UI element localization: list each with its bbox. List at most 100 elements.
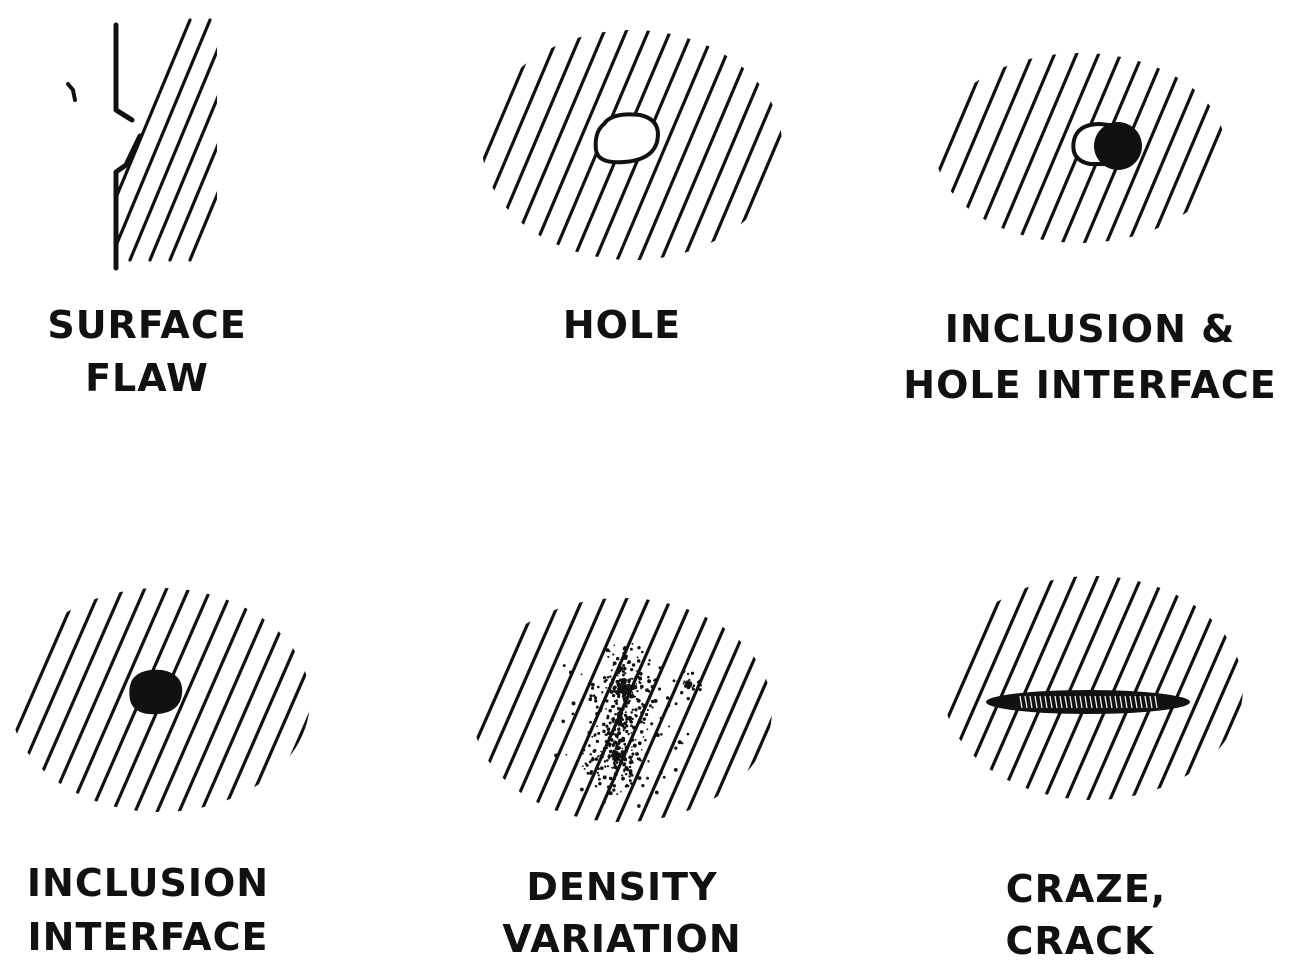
density-dot [612, 717, 615, 720]
density-dot [592, 694, 596, 697]
density-dot [600, 750, 602, 753]
density-dot [640, 687, 643, 690]
density-dot [613, 644, 616, 647]
density-dot [615, 762, 618, 765]
density-dot [611, 678, 615, 681]
density-dot [605, 724, 609, 728]
density-dot [690, 671, 695, 675]
density-dot [615, 744, 619, 749]
density-dot [598, 777, 601, 781]
label-craze-crack-line1: CRAZE, [1006, 867, 1167, 911]
density-dot [646, 708, 649, 712]
density-dot [612, 704, 616, 708]
crack-tick [1079, 695, 1083, 709]
label-inclusion-hole-line1: INCLUSION & [945, 307, 1236, 351]
density-dot [625, 688, 628, 691]
density-dot [639, 671, 643, 676]
density-dot [608, 688, 611, 691]
density-dot [639, 720, 643, 724]
label-density-variation-line1: DENSITY [526, 865, 717, 909]
density-dot [662, 775, 666, 779]
density-dot [608, 744, 611, 748]
density-dot [691, 687, 695, 691]
density-dot [616, 714, 620, 717]
density-dot [623, 721, 627, 726]
density-dot [658, 666, 662, 670]
density-dot [600, 756, 603, 759]
density-dot [673, 768, 678, 772]
density-dot [594, 696, 597, 698]
density-dot [596, 725, 599, 728]
density-dot [692, 684, 696, 687]
density-dot [610, 737, 614, 742]
density-stipple [551, 642, 702, 808]
density-dot [602, 747, 606, 750]
density-dot [595, 705, 599, 709]
density-dot [555, 705, 558, 708]
density-dot [699, 683, 702, 687]
density-dot [650, 722, 654, 726]
density-dot [647, 679, 652, 684]
label-craze-crack-line2: CRACK [1006, 919, 1155, 963]
inclusion-particle [129, 669, 183, 715]
density-dot [625, 724, 629, 728]
density-dot [613, 689, 616, 692]
density-dot [594, 757, 599, 761]
density-dot [614, 778, 616, 781]
density-dot [627, 681, 630, 684]
density-dot [619, 708, 622, 711]
density-dot [597, 755, 600, 758]
density-dot [616, 668, 619, 671]
density-dot [601, 752, 604, 755]
density-dot [603, 760, 607, 763]
density-dot [620, 722, 624, 726]
hatch-craze-crack [943, 576, 1243, 800]
density-dot [629, 689, 633, 693]
density-dot [591, 735, 594, 738]
crack-tick [1054, 695, 1058, 709]
density-dot [637, 675, 640, 679]
density-dot [647, 675, 650, 679]
density-dot [647, 662, 651, 666]
density-dot [630, 738, 635, 742]
density-dot [621, 718, 625, 721]
density-dot [621, 756, 625, 759]
density-dot [635, 670, 638, 672]
density-dot [619, 683, 623, 686]
density-dot [646, 728, 649, 731]
density-dot [680, 691, 684, 695]
density-dot [612, 784, 616, 788]
density-dot [628, 779, 632, 783]
density-dot [609, 675, 612, 678]
density-dot [617, 752, 621, 757]
density-dot [605, 699, 609, 703]
crack-tick [1124, 695, 1128, 709]
density-dot [631, 749, 633, 751]
density-dot [624, 753, 627, 756]
density-dot [629, 782, 633, 785]
density-dot [554, 753, 559, 758]
density-dot [632, 725, 636, 730]
crack-tick [1059, 695, 1063, 709]
density-dot [624, 711, 627, 714]
density-dot [650, 699, 655, 704]
density-dot [613, 766, 616, 769]
density-dot [634, 708, 638, 712]
density-dot [629, 719, 632, 723]
density-dot [638, 680, 641, 683]
density-dot [631, 752, 635, 756]
density-dot [629, 677, 632, 680]
density-dot [608, 709, 612, 713]
density-dot [682, 682, 685, 685]
density-dot [605, 733, 608, 737]
density-dot [648, 704, 652, 708]
density-dot [677, 740, 682, 745]
density-dot [639, 730, 644, 734]
label-surface-flaw: SURFACE FLAW [47, 303, 245, 400]
density-dot [616, 793, 619, 796]
label-inclusion-hole-line2: HOLE INTERFACE [903, 363, 1276, 407]
density-dot [621, 747, 624, 750]
density-dot [645, 713, 649, 717]
density-dot [631, 642, 634, 645]
density-dot [619, 678, 623, 682]
